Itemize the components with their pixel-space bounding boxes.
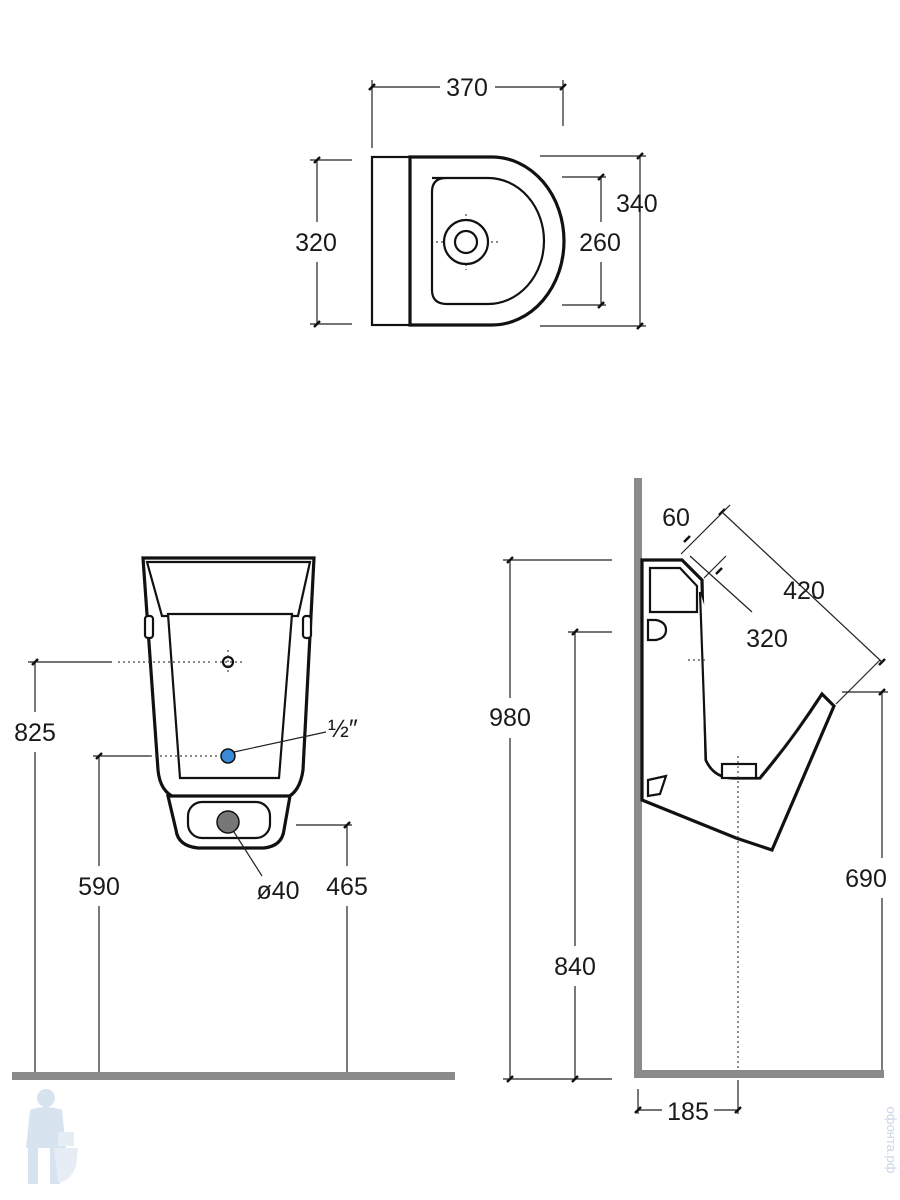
side-top-height-label: 840 [554, 953, 596, 981]
front-outlet-diameter-label: ø40 [256, 877, 299, 905]
top-wall-depth-label: 320 [295, 229, 337, 257]
front-supply-icon [220, 748, 236, 764]
side-rim-height-label: 690 [845, 865, 887, 893]
top-width-label: 370 [446, 74, 488, 102]
front-inlet-height-label: 825 [14, 719, 56, 747]
side-view: 980 840 690 420 320 60 [489, 478, 888, 1126]
side-total-height-label: 980 [489, 704, 531, 732]
front-supply-height-label: 590 [78, 873, 120, 901]
front-outlet-height-label: 465 [326, 873, 368, 901]
front-floor [12, 1072, 455, 1080]
side-wall [634, 478, 642, 1078]
plumber-mascot-icon [26, 1089, 78, 1184]
top-bowl-depth-label: 260 [579, 229, 621, 257]
side-projection-label: 420 [783, 577, 825, 605]
side-rim-thickness-label: 60 [662, 504, 690, 532]
front-supply-size-label: ½″ [328, 715, 358, 743]
top-depth-label: 340 [616, 190, 658, 218]
front-outlet-icon [216, 810, 240, 834]
side-inner-depth-label: 320 [746, 625, 788, 653]
side-fixing-icon [646, 618, 668, 642]
wall-plate [370, 155, 412, 327]
top-view: 370 320 260 340 [295, 74, 658, 330]
front-inner-panel [166, 612, 294, 780]
side-outlet-offset-label: 185 [667, 1098, 709, 1126]
watermark-text: офонта.рф [884, 1107, 899, 1174]
front-view: ½″ ø40 825 590 465 [12, 556, 455, 1080]
side-floor [634, 1070, 884, 1078]
